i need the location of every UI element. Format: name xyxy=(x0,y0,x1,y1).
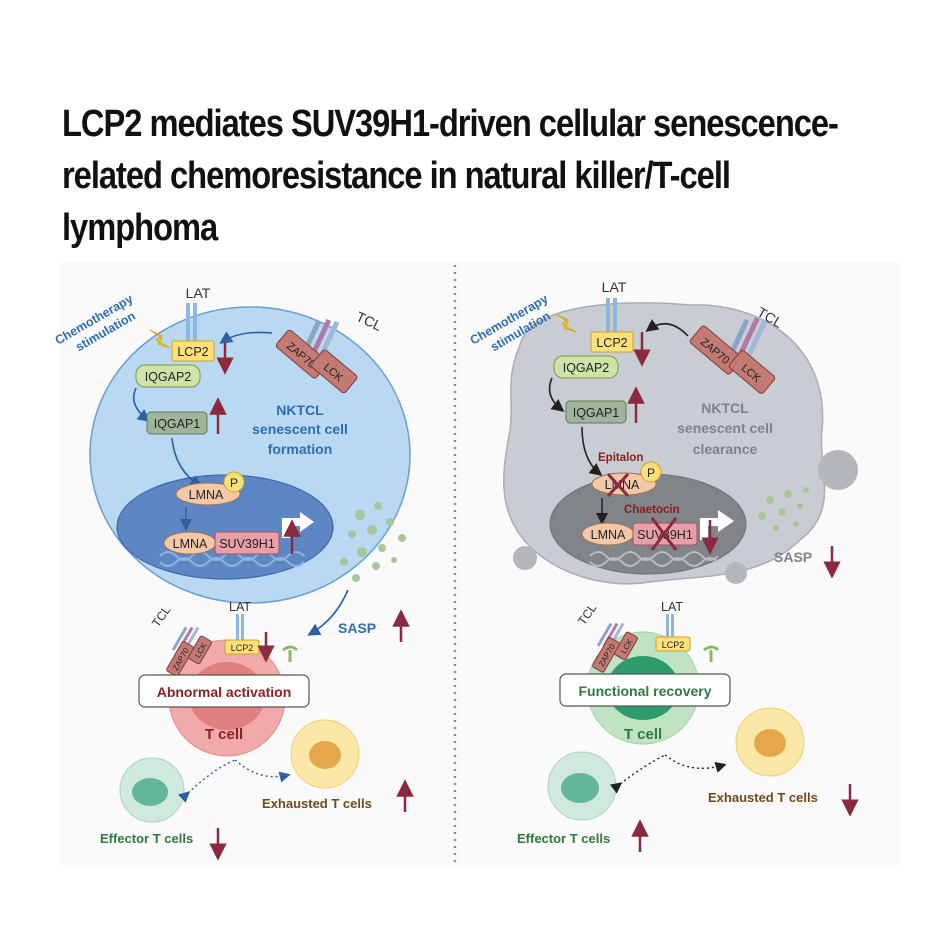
lcp2-label-left: LCP2 xyxy=(177,345,208,359)
title-line-2: related chemoresistance in natural kille… xyxy=(62,155,731,197)
iqgap2-label-right: IQGAP2 xyxy=(563,361,610,375)
iqgap2-to-iqgap1-arrow-left xyxy=(132,387,151,422)
exhausted-label-left: Exhausted T cells xyxy=(262,796,372,811)
phospho-label-left: P xyxy=(230,476,238,490)
title-line-3: lymphoma xyxy=(62,207,218,249)
dna-strand-right-icon xyxy=(589,551,719,567)
cell-title-line1-right: NKTCL xyxy=(701,400,749,416)
effector-nucleus-left xyxy=(132,778,168,806)
apoptotic-body-2 xyxy=(513,546,537,570)
inhibit-x-lmna-p-icon xyxy=(606,472,630,498)
lmna-p-label-left: LMNA xyxy=(189,488,224,502)
iqgap1-box-right xyxy=(565,400,627,424)
sasp-label-right: SASP xyxy=(774,549,812,565)
iqgap1-to-lmna-arrow-left xyxy=(171,437,203,488)
recovery-box-right xyxy=(559,673,731,707)
exhausted-nucleus-left xyxy=(309,741,341,769)
tcell-lat-icon-left xyxy=(236,614,244,644)
cell-title-line1-left: NKTCL xyxy=(276,402,324,418)
tcl-receptor-icon-right xyxy=(727,317,768,358)
tcell-receptor-icon-right xyxy=(703,645,720,662)
lmna-p-box-right xyxy=(591,472,657,496)
tcell-lcp2-label-right: LCP2 xyxy=(662,640,685,650)
graphical-abstract: LAT TCL ZAP70 LCK Chemotherapy stimulati… xyxy=(53,262,900,867)
epitalon-label: Epitalon xyxy=(598,452,643,464)
lcp2-box-right xyxy=(590,331,634,353)
tcell-lat-label-right: LAT xyxy=(661,600,683,614)
dotted-arrow-effector-right xyxy=(609,754,666,794)
cell-title-line2-left: senescent cell xyxy=(252,421,348,437)
phospho-label-right: P xyxy=(647,466,655,480)
cell-title-line2-right: senescent cell xyxy=(677,420,773,436)
lmna-label-left: LMNA xyxy=(173,537,208,551)
dotted-arrow-exhausted-left xyxy=(234,759,291,783)
tcell-lcp2-label-left: LCP2 xyxy=(231,643,254,653)
promoter-arrow-icon-right xyxy=(700,510,734,540)
suv39h1-box-left xyxy=(214,531,280,555)
lightning-icon-left xyxy=(149,329,171,349)
iqgap2-label-left: IQGAP2 xyxy=(145,370,192,384)
figure-title: LCP2 mediates SUV39H1-driven cellular se… xyxy=(62,98,922,254)
tcl-to-lcp2-arrow-left xyxy=(219,331,273,344)
lcp2-box-left xyxy=(171,340,215,362)
dotted-arrow-effector-left xyxy=(178,759,236,803)
sasp-dots-right-icon xyxy=(758,487,809,531)
lck-box-left: LCK xyxy=(311,349,358,394)
iqgap2-box-left xyxy=(135,364,201,388)
dotted-arrow-exhausted-right xyxy=(664,754,727,773)
tcell-lat-label-left: LAT xyxy=(229,600,251,614)
tcell-lat-icon-right xyxy=(666,614,674,642)
sasp-to-tcell-arrow-left xyxy=(307,589,349,636)
lat-receptor-icon-right xyxy=(606,298,617,338)
phospho-badge-right xyxy=(640,461,662,483)
effector-nucleus-right xyxy=(561,773,599,803)
iqgap1-box-left xyxy=(146,411,208,435)
right-panel: LAT TCL ZAP70 LCK Chemotherapy stimulati… xyxy=(468,279,859,852)
tcell-label-right: T cell xyxy=(624,726,662,743)
lat-label-right: LAT xyxy=(602,279,627,295)
lightning-icon-right xyxy=(555,313,577,333)
suv39h1-label-left: SUV39H1 xyxy=(219,537,275,551)
lat-label-left: LAT xyxy=(186,285,211,301)
apoptotic-body-3 xyxy=(725,562,747,584)
chaetocin-label: Chaetocin xyxy=(624,504,680,516)
activation-box-left xyxy=(138,674,310,708)
iqgap2-to-iqgap1-arrow-right xyxy=(548,377,565,412)
sasp-label-left: SASP xyxy=(338,620,376,636)
tcl-to-lcp2-arrow-right xyxy=(645,319,689,337)
lck-box-right: LCK xyxy=(728,350,776,394)
activation-label-left: Abnormal activation xyxy=(157,684,292,700)
iqgap2-box-right xyxy=(553,355,619,379)
phospho-badge-left xyxy=(223,471,245,493)
lat-receptor-icon-left xyxy=(186,303,197,343)
lcp2-label-right: LCP2 xyxy=(596,336,627,350)
iqgap1-label-left: IQGAP1 xyxy=(154,417,201,431)
tcell-receptor-icon-left xyxy=(282,645,299,662)
tcell-lck-box-right: LCK xyxy=(614,631,638,661)
inhibit-x-suv39h1-icon xyxy=(650,517,678,551)
exhausted-label-right: Exhausted T cells xyxy=(708,790,818,805)
tcell-lcp2-box-right xyxy=(655,636,691,652)
tcell-lck-box-left: LCK xyxy=(188,635,212,665)
effector-label-left: Effector T cells xyxy=(100,831,193,846)
iqgap1-to-lmna-arrow-right xyxy=(581,426,603,476)
iqgap1-label-right: IQGAP1 xyxy=(573,406,620,420)
lmna-p-box-left xyxy=(175,482,241,506)
apoptotic-body-1 xyxy=(818,450,858,490)
cell-title-line3-right: clearance xyxy=(693,441,758,457)
title-line-1: LCP2 mediates SUV39H1-driven cellular se… xyxy=(62,103,839,145)
tcell-label-left: T cell xyxy=(205,726,243,743)
left-panel: LAT TCL ZAP70 LCK Chemotherapy stimulati… xyxy=(53,285,414,861)
exhausted-nucleus-right xyxy=(754,729,786,757)
lmna-label-right: LMNA xyxy=(591,528,626,542)
sasp-dots-left-icon xyxy=(340,502,406,582)
cell-title-line3-left: formation xyxy=(268,441,333,457)
effector-label-right: Effector T cells xyxy=(517,831,610,846)
recovery-label-right: Functional recovery xyxy=(578,683,711,699)
